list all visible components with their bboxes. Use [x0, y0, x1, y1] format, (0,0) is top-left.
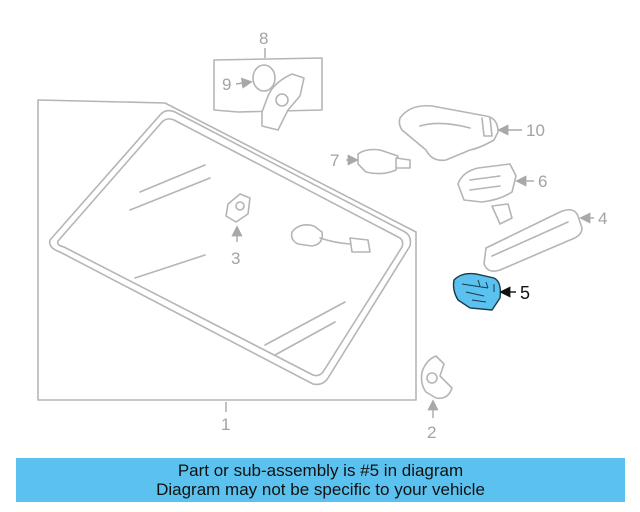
banner-line-1: Part or sub-assembly is #5 in diagram [177, 461, 464, 480]
banner-line-2: Diagram may not be specific to your vehi… [156, 480, 485, 499]
callout-9: 9 [222, 75, 231, 94]
windshield-part-1[interactable] [37, 99, 417, 401]
sensor-assembly-part-8[interactable] [213, 57, 323, 131]
mirror-cover-part-10[interactable] [398, 104, 499, 162]
callout-1: 1 [221, 415, 230, 434]
bracket-part-6[interactable] [457, 163, 517, 203]
mount-part-2[interactable] [420, 355, 453, 400]
callout-3: 3 [231, 249, 240, 268]
callout-7: 7 [330, 151, 339, 170]
cover-part-5-highlighted[interactable] [452, 272, 502, 311]
callout-10: 10 [526, 121, 545, 140]
callout-2: 2 [427, 423, 436, 442]
sensor-module-part-7[interactable] [357, 148, 411, 175]
bracket-part-3[interactable] [225, 193, 251, 223]
leader-lines [225, 48, 594, 418]
callout-5: 5 [520, 283, 530, 303]
sensor-cable [290, 224, 371, 253]
info-banner: Part or sub-assembly is #5 in diagram Di… [16, 458, 625, 502]
callout-8: 8 [259, 29, 268, 48]
mirror-part-4[interactable] [483, 203, 583, 272]
callout-6: 6 [538, 172, 547, 191]
callout-4: 4 [598, 209, 607, 228]
